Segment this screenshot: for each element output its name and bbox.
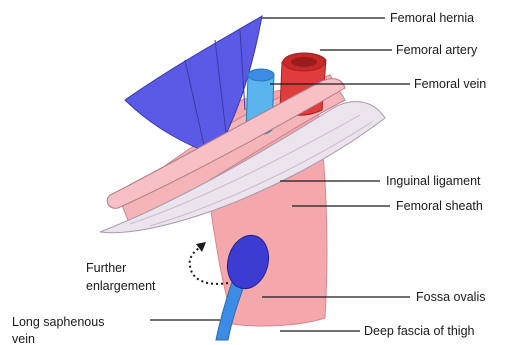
femoral-vein-opening bbox=[248, 69, 274, 81]
label-femoral-vein: Femoral vein bbox=[414, 77, 486, 91]
label-further-enlargement-2: enlargement bbox=[86, 279, 156, 293]
label-fossa-ovalis: Fossa ovalis bbox=[416, 290, 485, 304]
label-long-saphenous-vein-2: vein bbox=[12, 332, 35, 345]
label-long-saphenous-vein-1: Long saphenous bbox=[12, 315, 104, 329]
label-further-enlargement-1: Further bbox=[86, 261, 126, 275]
label-deep-fascia-of-thigh: Deep fascia of thigh bbox=[364, 324, 475, 338]
label-femoral-artery: Femoral artery bbox=[396, 43, 478, 57]
label-femoral-sheath: Femoral sheath bbox=[396, 199, 483, 213]
femoral-artery-lumen bbox=[291, 57, 317, 67]
label-femoral-hernia: Femoral hernia bbox=[390, 11, 474, 25]
label-inguinal-ligament: Inguinal ligament bbox=[386, 174, 481, 188]
